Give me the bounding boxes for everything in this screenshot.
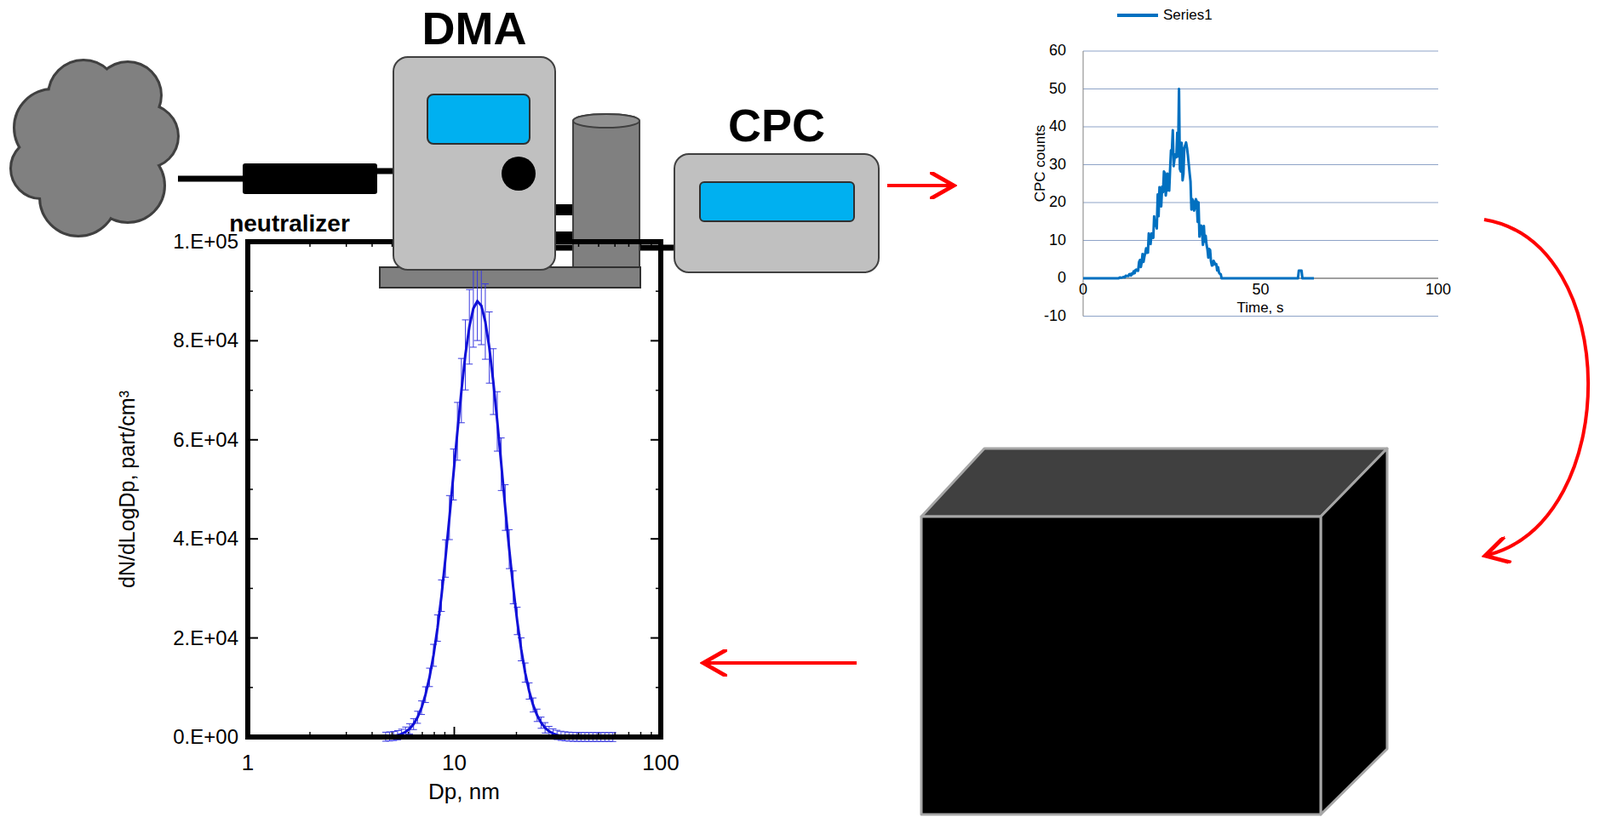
cpc-instrument: CPC: [673, 153, 880, 274]
black-box: [921, 448, 1388, 815]
axis-tick-label: 100: [642, 751, 679, 776]
tube-connection: [377, 168, 393, 175]
axis-tick-label: 40: [1049, 118, 1067, 136]
error-bar: [477, 344, 485, 345]
error-bar: [398, 728, 406, 730]
error-bar: [481, 283, 489, 285]
error-bar: [410, 729, 418, 731]
flow-arrow: [706, 661, 857, 666]
device-label: neutralizer: [229, 211, 350, 238]
plot-frame: [247, 241, 661, 738]
grid-line: [1083, 88, 1439, 90]
error-bar: [486, 311, 494, 313]
axis-tick-label: -10: [1043, 308, 1067, 326]
axis-tick-label: 0: [1057, 269, 1067, 287]
error-bar: [541, 733, 549, 735]
grid-line: [1083, 51, 1439, 52]
size-distribution-chart: [247, 241, 661, 742]
error-bar: [474, 340, 482, 342]
axis-title: Dp, nm: [428, 779, 500, 805]
error-bar: [553, 730, 561, 732]
error-bar: [406, 723, 413, 725]
grid-line: [1083, 202, 1439, 204]
inlet-tube: [177, 176, 246, 183]
error-bar: [465, 363, 473, 365]
axis-tick-label: 1: [241, 751, 254, 776]
device-heading: CPC: [728, 100, 826, 151]
axis-tick-label: 8.E+04: [172, 329, 239, 352]
axis-tick-label: 20: [1049, 194, 1067, 212]
error-bar: [462, 389, 470, 391]
display-screen: [426, 93, 531, 145]
grid-line: [1083, 240, 1439, 241]
axis-line: [1083, 51, 1084, 317]
axis-tick-label: 1.E+05: [172, 230, 239, 253]
error-bar: [462, 319, 470, 321]
error-bar: [609, 741, 617, 743]
error-bar: [389, 731, 397, 733]
error-bar: [550, 728, 557, 730]
error-bar: [465, 289, 473, 291]
counts-trace: [1083, 89, 1314, 280]
axis-tick-label: 30: [1049, 156, 1067, 174]
error-bar: [489, 348, 497, 350]
axis-tick-label: 0.E+00: [172, 726, 239, 749]
error-bar: [470, 346, 477, 348]
dma-instrument: DMA: [392, 56, 557, 271]
axis-tick-label: 10: [441, 751, 467, 776]
legend-line-sample: [1117, 13, 1159, 18]
axis-title: CPC counts: [1032, 125, 1050, 203]
grid-line: [1083, 126, 1439, 128]
error-bar: [394, 730, 402, 732]
raw-counts-chart: [1083, 15, 1439, 317]
control-knob: [501, 156, 536, 191]
axis-title: dN/dLogDp, part/cm³: [115, 390, 140, 589]
error-bar: [537, 728, 545, 729]
device-heading: DMA: [422, 3, 528, 54]
error-bar: [401, 727, 409, 729]
error-bar: [609, 732, 617, 734]
error-bar: [481, 359, 489, 361]
error-bar: [545, 726, 553, 728]
grid-line: [1083, 164, 1439, 166]
axis-tick-label: 0: [1078, 281, 1088, 299]
error-bar: [486, 383, 494, 385]
grid-line: [1083, 315, 1439, 317]
connector-block: [554, 204, 575, 216]
axis-title: Time, s: [1236, 300, 1284, 317]
flow-arrow: [1484, 219, 1589, 556]
display-screen: [699, 181, 855, 223]
flow-arrow: [887, 183, 951, 188]
aerosol-cloud: [11, 61, 178, 236]
axis-tick-label: 2.E+04: [172, 626, 239, 649]
axis-tick-label: 100: [1425, 281, 1451, 299]
legend-text: Series1: [1163, 7, 1213, 24]
neutralizer-body: [242, 163, 378, 195]
axis-tick-label: 50: [1251, 281, 1269, 299]
axis-tick-label: 6.E+04: [172, 429, 239, 452]
axis-tick-label: 60: [1049, 42, 1067, 60]
neutralizer: neutralizer: [195, 161, 384, 241]
dma-column: [573, 114, 640, 128]
error-bar: [406, 734, 413, 735]
axis-tick-label: 4.E+04: [172, 527, 239, 551]
distribution-curve: [309, 301, 629, 738]
axis-tick-label: 10: [1049, 232, 1067, 250]
axis-tick-label: 50: [1049, 80, 1067, 98]
